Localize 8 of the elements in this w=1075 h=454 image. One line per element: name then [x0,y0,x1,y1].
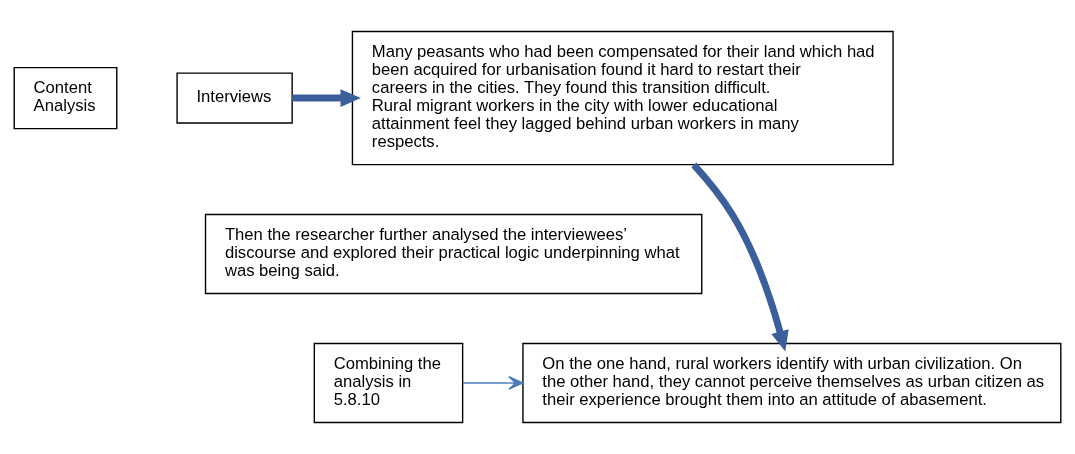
node-box: Content Analysis [13,66,118,130]
arrow [462,376,524,390]
node-box: On the one hand, rural workers identify with urban civilization. On the other hand, they cannot perceive themselves as urban citizen as their experience brought them into an attitude of abasement. [522,342,1062,424]
node-box: Then the researcher further analysed the interviewees’ discourse and explored their practical logic underpinning what was being said. [204,213,703,295]
node-box: Interviews [176,72,293,124]
arrow [691,162,789,352]
node-box: Many peasants who had been compensated for their land which had been acquired for urbanisation found it hard to restart their careers in the cities. They found this transition difficult. Rural migrant workers in the city with lower educational attainment feel they lagged behind urban workers in many respects. [351,30,894,166]
node-box: Combining the analysis in 5.8.10 [313,342,464,424]
